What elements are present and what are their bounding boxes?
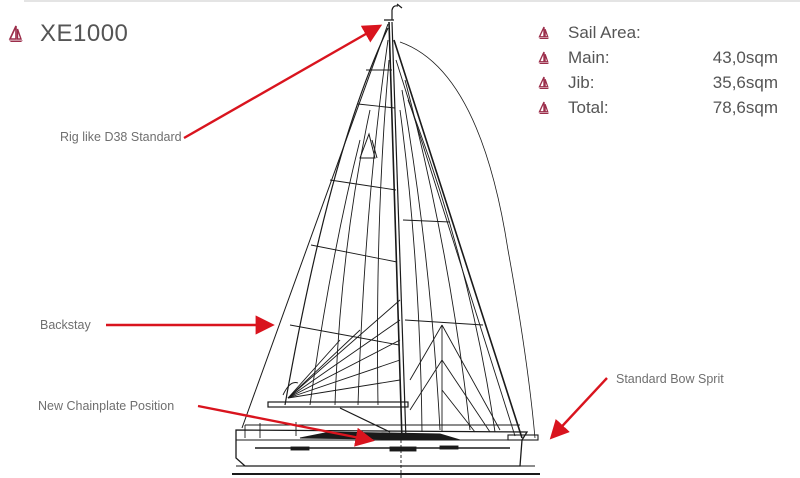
- top-divider: [24, 0, 800, 2]
- sailboat-bullet-icon: [538, 76, 550, 89]
- sail-area-row-total: Total: 78,6sqm: [538, 95, 778, 120]
- spec-label: Total:: [568, 97, 609, 117]
- sail-area-row-main: Main: 43,0sqm: [538, 45, 778, 70]
- spec-value: 43,0sqm: [712, 47, 778, 67]
- sailboat-logo-icon: [8, 25, 23, 42]
- sailboat-bullet-icon: [538, 101, 550, 114]
- spec-label: Main:: [568, 47, 610, 67]
- sail-area-heading-row: Sail Area:: [538, 20, 778, 45]
- page-title: XE1000: [40, 20, 129, 47]
- sail-area-row-jib: Jib: 35,6sqm: [538, 70, 778, 95]
- sail-area-heading: Sail Area:: [568, 22, 641, 42]
- callout-backstay: Backstay: [40, 318, 91, 332]
- chainplate-arrow: [197, 404, 375, 447]
- rig-arrow: [183, 24, 383, 140]
- sailboat-bullet-icon: [538, 51, 550, 64]
- sail-area-list: Sail Area: Main: 43,0sqm Jib: 35,6sqm To…: [538, 20, 778, 120]
- callout-rig: Rig like D38 Standard: [60, 130, 182, 144]
- sailboat-bullet-icon: [538, 26, 550, 39]
- callout-bowsprit: Standard Bow Sprit: [616, 372, 724, 386]
- callout-chainplate: New Chainplate Position: [38, 399, 175, 413]
- bowsprit-arrow: [549, 377, 608, 440]
- spec-value: 78,6sqm: [712, 97, 778, 117]
- spec-label: Jib:: [568, 72, 595, 92]
- spec-value: 35,6sqm: [712, 72, 778, 92]
- title-row: XE1000: [8, 20, 128, 48]
